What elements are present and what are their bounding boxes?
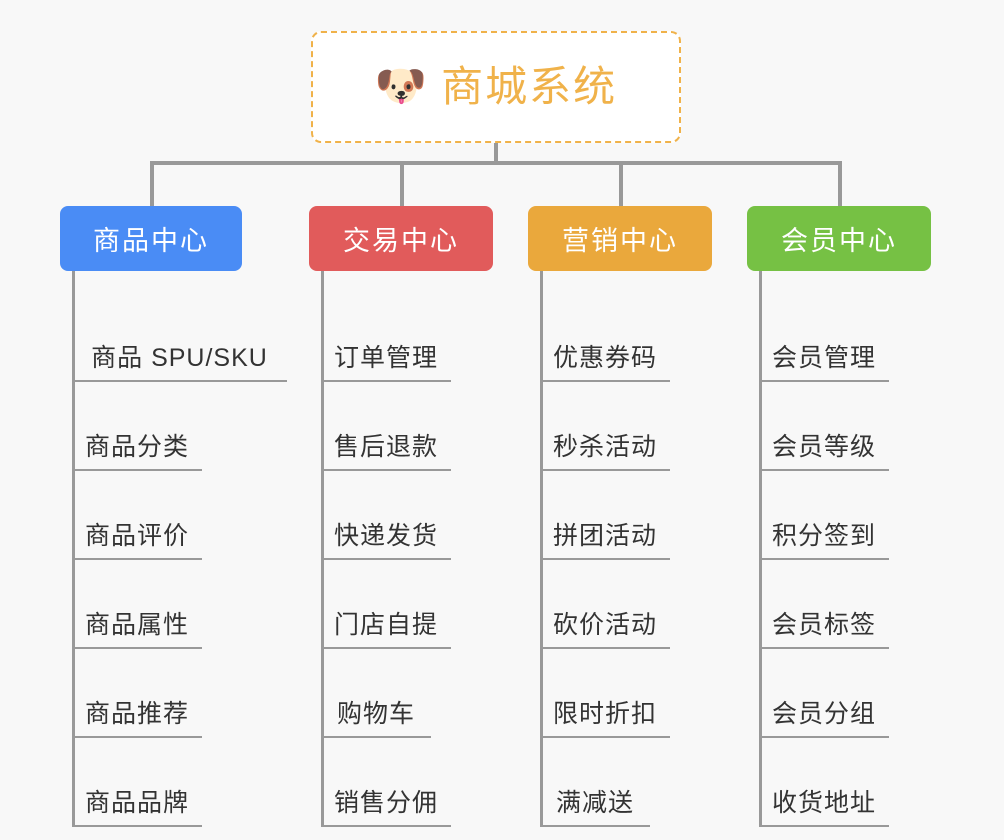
list-item-label: 商品属性 bbox=[84, 610, 189, 639]
connector-drop-1 bbox=[150, 161, 154, 208]
list-item-label: 门店自提 bbox=[333, 610, 438, 639]
column-header-member-center[interactable]: 会员中心 bbox=[747, 206, 931, 271]
list-item[interactable]: 商品 SPU/SKU bbox=[72, 293, 287, 382]
connector-drop-3 bbox=[619, 161, 623, 208]
list-item[interactable]: 会员等级 bbox=[759, 382, 889, 471]
list-item-label: 快递发货 bbox=[333, 521, 438, 550]
list-item-label: 订单管理 bbox=[333, 343, 438, 372]
dog-face-icon: 🐶 bbox=[374, 62, 428, 109]
column-header-trade-center[interactable]: 交易中心 bbox=[309, 206, 493, 271]
column-spine-marketing-center bbox=[540, 271, 543, 827]
list-item-label: 会员分组 bbox=[771, 699, 876, 728]
list-item-label: 商品评价 bbox=[84, 521, 189, 550]
column-header-marketing-center[interactable]: 营销中心 bbox=[528, 206, 712, 271]
list-item-label: 限时折扣 bbox=[552, 699, 657, 728]
list-item[interactable]: 商品推荐 bbox=[72, 649, 202, 738]
list-item[interactable]: 满减送 bbox=[540, 738, 650, 827]
connector-bus bbox=[150, 161, 842, 165]
list-item-label: 收货地址 bbox=[771, 788, 876, 817]
list-item-label: 满减送 bbox=[555, 788, 634, 817]
list-item-label: 秒杀活动 bbox=[552, 432, 657, 461]
column-spine-member-center bbox=[759, 271, 762, 827]
list-item[interactable]: 快递发货 bbox=[321, 471, 451, 560]
list-item[interactable]: 限时折扣 bbox=[540, 649, 670, 738]
list-item[interactable]: 拼团活动 bbox=[540, 471, 670, 560]
list-item[interactable]: 会员分组 bbox=[759, 649, 889, 738]
list-item[interactable]: 积分签到 bbox=[759, 471, 889, 560]
list-item-label: 会员管理 bbox=[771, 343, 876, 372]
column-marketing-center: 营销中心优惠券码秒杀活动拼团活动砍价活动限时折扣满减送 bbox=[528, 206, 712, 827]
column-items-product-center: 商品 SPU/SKU 商品分类商品评价商品属性商品推荐商品品牌 bbox=[72, 271, 287, 827]
column-spine-product-center bbox=[72, 271, 75, 827]
list-item-label: 拼团活动 bbox=[552, 521, 657, 550]
column-items-marketing-center: 优惠券码秒杀活动拼团活动砍价活动限时折扣满减送 bbox=[540, 271, 712, 827]
connector-drop-2 bbox=[400, 161, 404, 208]
list-item[interactable]: 商品属性 bbox=[72, 560, 202, 649]
list-item[interactable]: 商品评价 bbox=[72, 471, 202, 560]
column-trade-center: 交易中心订单管理售后退款快递发货门店自提购物车销售分佣 bbox=[309, 206, 493, 827]
list-item[interactable]: 会员管理 bbox=[759, 293, 889, 382]
list-item[interactable]: 优惠券码 bbox=[540, 293, 670, 382]
list-item-label: 商品推荐 bbox=[84, 699, 189, 728]
list-item-label: 砍价活动 bbox=[552, 610, 657, 639]
list-item-label: 会员标签 bbox=[771, 610, 876, 639]
root-title: 商城系统 bbox=[441, 63, 618, 110]
list-item-label: 销售分佣 bbox=[333, 788, 438, 817]
list-item[interactable]: 门店自提 bbox=[321, 560, 451, 649]
list-item-label: 会员等级 bbox=[771, 432, 876, 461]
column-spine-trade-center bbox=[321, 271, 324, 827]
list-item[interactable]: 商品分类 bbox=[72, 382, 202, 471]
list-item-label: 商品 SPU/SKU bbox=[91, 343, 268, 372]
list-item[interactable]: 销售分佣 bbox=[321, 738, 451, 827]
column-items-member-center: 会员管理会员等级积分签到会员标签会员分组收货地址 bbox=[759, 271, 931, 827]
list-item[interactable]: 收货地址 bbox=[759, 738, 889, 827]
column-header-product-center[interactable]: 商品中心 bbox=[60, 206, 242, 271]
list-item-label: 积分签到 bbox=[771, 521, 876, 550]
list-item-label: 商品品牌 bbox=[84, 788, 189, 817]
connector-drop-4 bbox=[838, 161, 842, 208]
root-node[interactable]: 🐶 商城系统 bbox=[311, 31, 681, 143]
list-item[interactable]: 购物车 bbox=[321, 649, 431, 738]
list-item[interactable]: 订单管理 bbox=[321, 293, 451, 382]
list-item-label: 购物车 bbox=[336, 699, 415, 728]
list-item[interactable]: 会员标签 bbox=[759, 560, 889, 649]
column-member-center: 会员中心会员管理会员等级积分签到会员标签会员分组收货地址 bbox=[747, 206, 931, 827]
connector-root-stem bbox=[494, 143, 498, 164]
list-item-label: 售后退款 bbox=[333, 432, 438, 461]
list-item[interactable]: 商品品牌 bbox=[72, 738, 202, 827]
column-product-center: 商品中心商品 SPU/SKU 商品分类商品评价商品属性商品推荐商品品牌 bbox=[60, 206, 287, 827]
column-items-trade-center: 订单管理售后退款快递发货门店自提购物车销售分佣 bbox=[321, 271, 493, 827]
list-item-label: 商品分类 bbox=[84, 432, 189, 461]
list-item-label: 优惠券码 bbox=[552, 343, 657, 372]
list-item[interactable]: 秒杀活动 bbox=[540, 382, 670, 471]
list-item[interactable]: 售后退款 bbox=[321, 382, 451, 471]
list-item[interactable]: 砍价活动 bbox=[540, 560, 670, 649]
